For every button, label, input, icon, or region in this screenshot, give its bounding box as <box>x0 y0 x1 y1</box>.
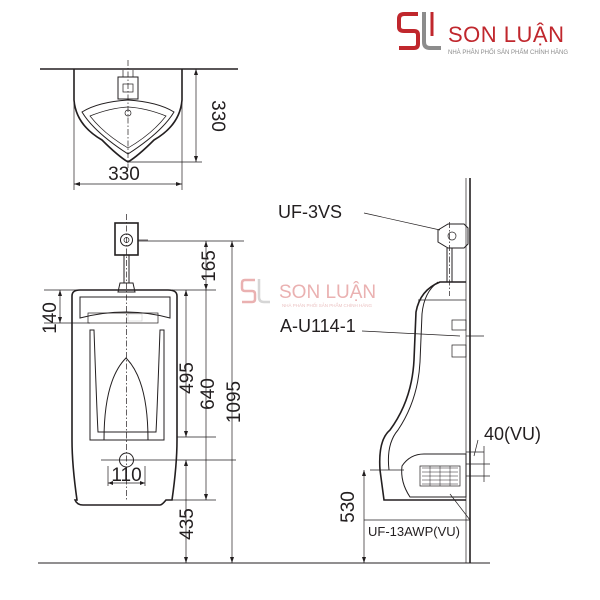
front-view-outlet-width-dim: 110 <box>111 465 141 486</box>
watermark-logo-mark <box>240 278 270 304</box>
side-view-trap <box>401 453 467 498</box>
front-view-495-dim: 495 <box>177 362 198 394</box>
front-view-435-dim: 435 <box>177 508 198 540</box>
side-view: 530 UF-3VS A-U114-1 40(VU) UF-13AWP(VU) <box>278 178 541 563</box>
front-view-bowl <box>89 329 165 441</box>
brand-tagline: NHÀ PHÂN PHỐI SẢN PHẨM CHÍNH HÃNG <box>448 49 568 56</box>
watermark-tagline: NHÀ PHÂN PHỐI SẢN PHẨM CHÍNH HÃNG <box>282 302 373 308</box>
top-view: 330 330 <box>40 60 238 190</box>
front-view: 110 165 495 640 1095 435 <box>40 214 245 563</box>
watermark-name: SON LUẬN <box>279 281 376 303</box>
front-view-spreader <box>87 312 159 324</box>
front-view-165-dim: 165 <box>199 250 220 282</box>
side-view-530-dim: 530 <box>338 491 359 523</box>
side-view-valve <box>437 223 469 249</box>
top-view-depth-dim: 330 <box>207 100 228 132</box>
front-view-140-dim: 140 <box>40 302 61 334</box>
brand-logo: SON LUẬN NHÀ PHÂN PHỐI SẢN PHẨM CHÍNH HÃ… <box>397 12 568 56</box>
front-view-1095-dim: 1095 <box>224 381 245 423</box>
top-view-bowl <box>81 99 175 155</box>
brand-name: SON LUẬN <box>448 22 564 47</box>
top-view-width-dim: 330 <box>108 164 140 185</box>
outlet-size-label: 40(VU) <box>484 424 541 444</box>
watermark: SON LUẬN NHÀ PHÂN PHỐI SẢN PHẨM CHÍNH HÃ… <box>240 278 376 308</box>
spreader-model-label: A-U114-1 <box>280 316 356 336</box>
front-view-body-outline <box>71 289 178 506</box>
front-view-640-dim: 640 <box>198 378 219 410</box>
valve-model-label: UF-3VS <box>278 202 342 222</box>
brand-logo-mark <box>397 12 441 50</box>
trap-model-label: UF-13AWP(VU) <box>368 524 460 539</box>
side-view-body <box>378 281 466 501</box>
